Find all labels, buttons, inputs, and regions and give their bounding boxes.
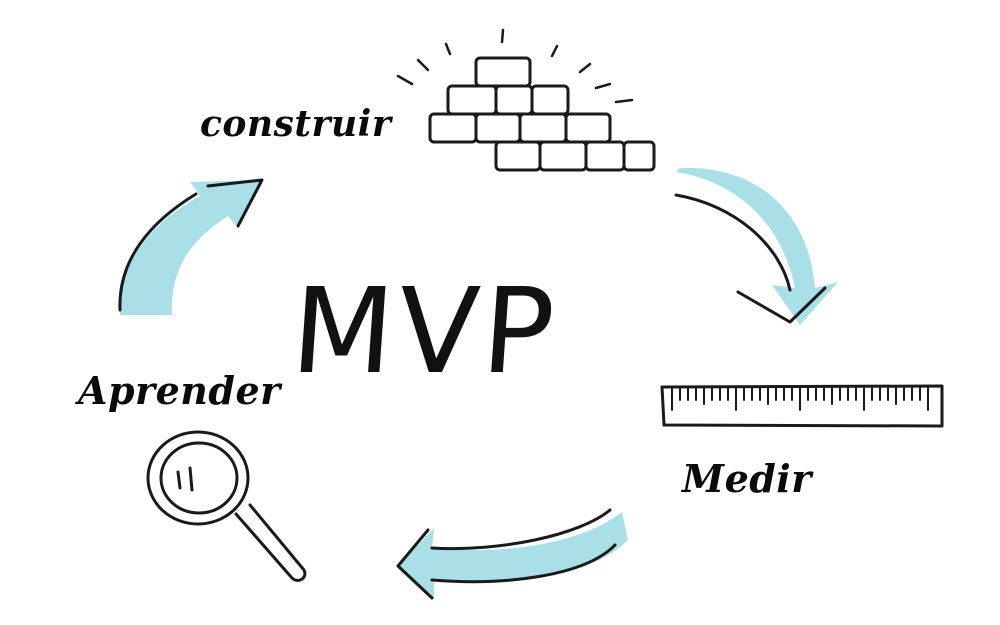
arrow-build-to-measure <box>674 167 838 325</box>
arrow-measure-to-learn <box>396 508 628 600</box>
center-title: MVP <box>287 262 563 400</box>
build-step-label: construir <box>200 103 392 145</box>
measure-step-label: Medir <box>682 456 812 501</box>
learn-step-label: Aprender <box>78 368 281 413</box>
magnifying-glass-icon <box>146 430 307 582</box>
brick-wall-icon <box>396 28 656 172</box>
arrow-learn-to-build <box>118 178 264 315</box>
ruler-icon <box>660 384 944 428</box>
